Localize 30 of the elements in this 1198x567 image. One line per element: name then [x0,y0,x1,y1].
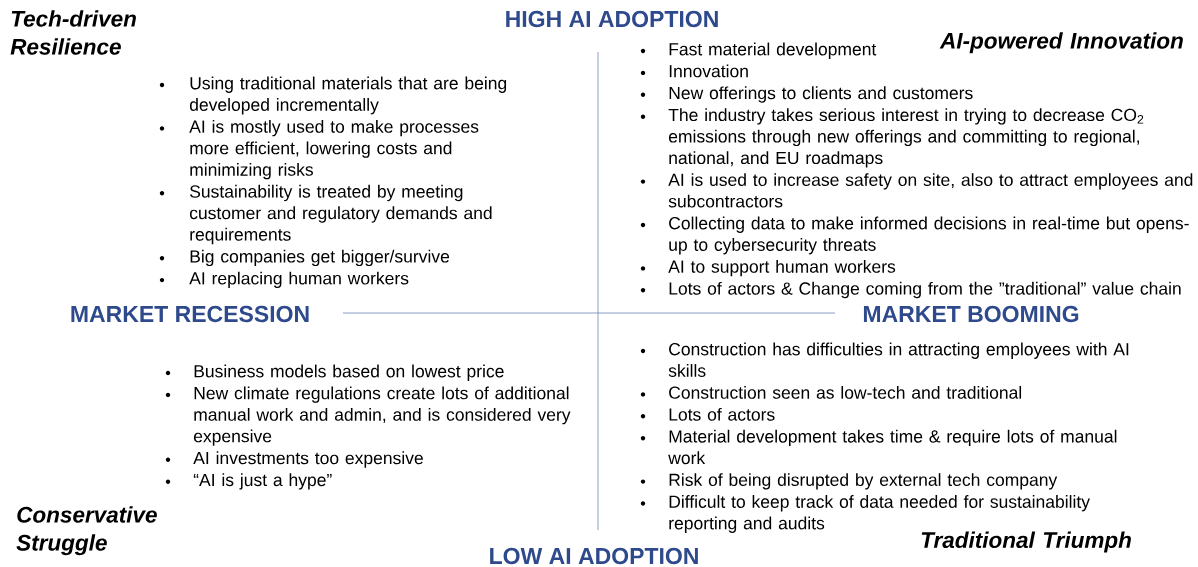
bullet-item: Fast material development [640,42,877,59]
bullet-item: AI is used to increase safety on site, also to attract employees and subcontractors [640,173,1193,208]
bullet-item: Risk of being disrupted by external tech company [640,473,1058,490]
axis-label: LOW AI ADOPTION [490,547,698,565]
bullet-item: New climate regulations create lots of additional manual work and admin, and is considered very expensive [165,386,571,446]
quadrant-title: Conservative Struggle [16,506,157,556]
bullet-item: AI investments too expensive [165,451,423,468]
bullet-item: New offerings to clients and customers [640,86,973,103]
bullet-item: AI replacing human workers [159,271,409,288]
bullet-item: Lots of actors & Change coming from the ”traditional” value chain [640,281,1181,299]
bullet-item: “AI is just a hype” [165,473,332,490]
bullet-item: AI is mostly used to make processes more efficient, lowering costs and minimizing risks [159,119,479,180]
quadrant-title: Traditional Triumph [921,531,1131,553]
bullet-item: Collecting data to make informed decisions in real-time but opens-up to cybersecurity threats [640,216,1189,255]
axis-label: MARKET RECESSION [71,305,309,323]
axis-label: HIGH AI ADOPTION [506,10,718,28]
bullet-item: Sustainability is treated by meeting customer and regulatory demands and requirements [159,184,492,245]
bullet-item: Construction seen as low-tech and traditional [640,385,1022,399]
bullet-item: AI to support human workers [640,259,896,277]
bullet-item: Construction has difficulties in attracting employees with AI skills [640,342,1129,377]
bullet-item: Using traditional materials that are being developed incrementally [159,76,507,115]
bullet-item: Big companies get bigger/survive [159,249,450,267]
quadrant-title: AI-powered Innovation [939,32,1183,54]
axis-label: MARKET BOOMING [863,305,1079,323]
bullet-item: Material development takes time & require lots of manual work [640,429,1117,465]
bullet-item: Business models based on lowest price [165,364,504,381]
bullet-item: Innovation [640,64,748,78]
bullet-item: The industry takes serious interest in trying to decrease CO$_{2}$ emissions through new offerings and committing to regional, national, and EU roadmaps [640,108,1144,168]
bullet-item: Lots of actors [640,407,775,421]
quadrant-title: Tech-driven Resilience [10,10,136,55]
